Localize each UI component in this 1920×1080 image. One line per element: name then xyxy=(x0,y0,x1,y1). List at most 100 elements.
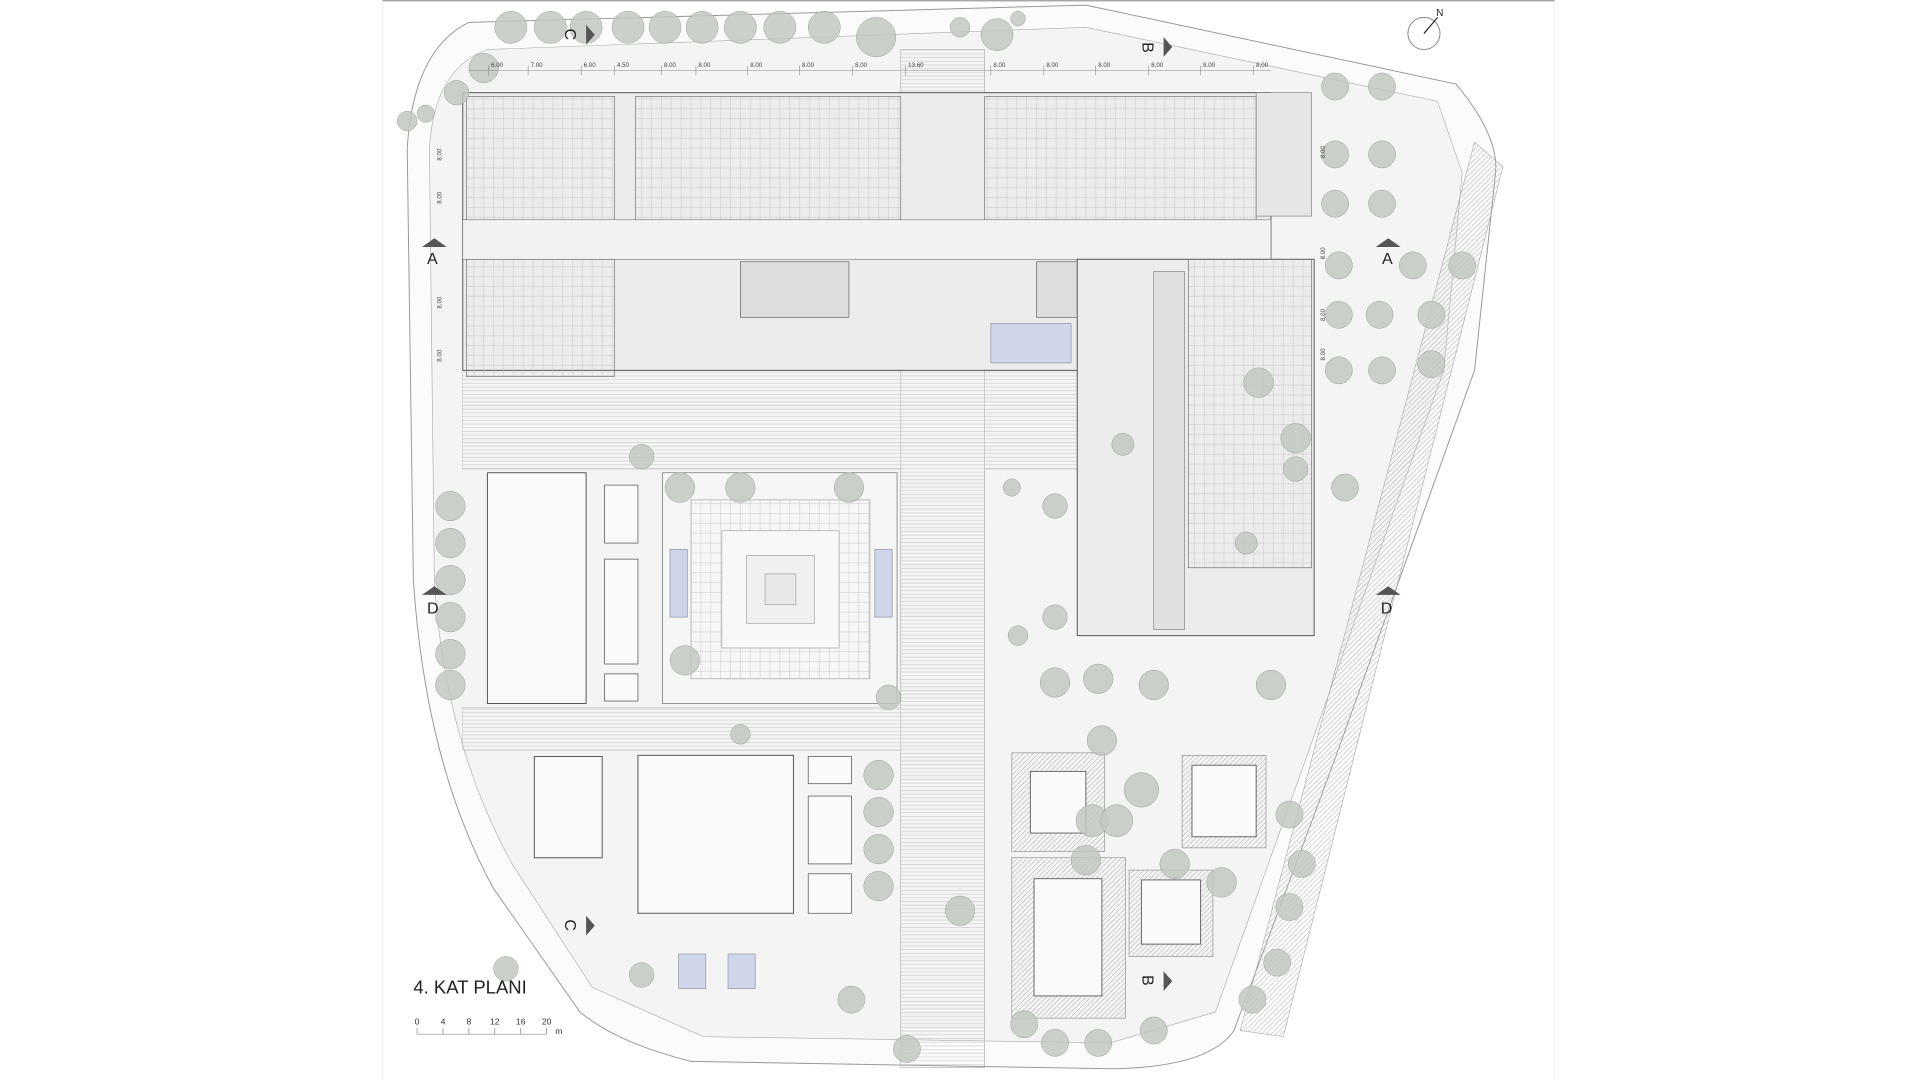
tree-icon xyxy=(1321,72,1349,101)
tree-icon xyxy=(1010,1010,1038,1039)
section-a-left: A xyxy=(427,250,438,268)
tree-icon xyxy=(1448,251,1477,280)
tree-icon xyxy=(1007,625,1029,646)
tree-icon xyxy=(1368,356,1396,385)
scale-unit: m xyxy=(555,1026,562,1036)
section-b-bottom: B xyxy=(1139,975,1157,986)
tree-icon xyxy=(1070,845,1101,876)
section-a-right: A xyxy=(1382,250,1393,268)
tree-icon xyxy=(416,104,435,123)
tree-icon xyxy=(435,491,466,522)
tree-icon xyxy=(1324,300,1353,329)
tree-icon xyxy=(1287,850,1316,878)
tree-icon xyxy=(1417,350,1446,378)
south-fountain-2 xyxy=(727,953,756,989)
left-dimension-label: 8.00 xyxy=(437,349,444,362)
tree-icon xyxy=(611,11,645,44)
scale-tick-label: 20 xyxy=(542,1016,552,1026)
tree-icon xyxy=(1365,300,1394,329)
scale-tick-label: 0 xyxy=(415,1016,420,1026)
tree-icon xyxy=(648,11,682,44)
east-offices xyxy=(1187,258,1312,569)
tree-icon xyxy=(397,110,418,132)
south-court-2 xyxy=(637,754,794,914)
section-b-top-arrow xyxy=(1163,37,1173,57)
fountain-east xyxy=(874,548,893,618)
tree-icon xyxy=(1283,456,1309,482)
tree-icon xyxy=(494,11,528,44)
tree-icon xyxy=(1368,72,1396,101)
tree-icon xyxy=(1123,772,1159,808)
west-pavilion-1 xyxy=(604,484,639,544)
left-dimension-label: 8.00 xyxy=(437,191,444,204)
top-dimension-label: 8.00 xyxy=(993,62,1006,69)
north-offices-3 xyxy=(984,96,1257,221)
south-pavilion-3 xyxy=(807,873,852,914)
tree-icon xyxy=(443,80,470,106)
tree-icon xyxy=(725,472,756,503)
top-dimension-label: 8.00 xyxy=(1203,62,1216,69)
top-dimension-label: 8.00 xyxy=(855,62,868,69)
top-dimension-label: 7.00 xyxy=(531,62,544,69)
scale-tick-label: 8 xyxy=(466,1016,471,1026)
scale-tick-label: 12 xyxy=(490,1016,500,1026)
tree-icon xyxy=(1263,948,1291,977)
south-court-1 xyxy=(533,756,603,859)
tree-icon xyxy=(1039,667,1071,698)
tree-icon xyxy=(1368,140,1396,169)
tree-icon xyxy=(1399,251,1427,280)
tree-icon xyxy=(837,985,866,1014)
tree-icon xyxy=(807,11,841,44)
east-tower xyxy=(1255,92,1312,217)
top-dimension-label: 8.00 xyxy=(1098,62,1111,69)
section-c-top-arrow xyxy=(586,24,595,45)
tree-icon xyxy=(1042,493,1068,519)
tree-icon xyxy=(1324,251,1353,280)
trees xyxy=(397,11,1477,1063)
square-court-center xyxy=(764,573,797,606)
tree-icon xyxy=(1206,867,1237,898)
right-dimension-label: 8.00 xyxy=(1320,146,1327,159)
section-c-bottom-arrow xyxy=(586,915,595,936)
top-dimension-label: 8.00 xyxy=(802,62,815,69)
section-c-bottom: C xyxy=(561,919,579,931)
tree-icon xyxy=(763,11,797,44)
tree-icon xyxy=(1255,669,1287,701)
plaza-stripes-east xyxy=(984,370,1078,470)
north-arrow: N xyxy=(1407,8,1443,51)
tree-icon xyxy=(724,11,757,44)
tree-icon xyxy=(629,962,655,988)
left-dimension-label: 8.00 xyxy=(437,296,444,309)
section-b-top: B xyxy=(1139,42,1157,53)
drawing-title: 4. KAT PLANI xyxy=(413,976,526,997)
fountain-west xyxy=(669,548,688,618)
tree-icon xyxy=(435,602,466,633)
tree-icon xyxy=(1139,1016,1168,1045)
section-d-left: D xyxy=(427,599,439,617)
top-dimension-label: 8.00 xyxy=(1151,62,1164,69)
top-dimension-label: 8.00 xyxy=(698,62,711,69)
tree-icon xyxy=(435,669,466,701)
tree-icon xyxy=(1321,189,1349,218)
tree-icon xyxy=(863,871,894,902)
tree-icon xyxy=(669,645,700,676)
tree-icon xyxy=(435,639,466,670)
south-fountain-1 xyxy=(678,953,707,989)
north-arrow-circle xyxy=(1407,16,1441,51)
top-dimension-label: 4.50 xyxy=(617,62,630,69)
tree-icon xyxy=(1138,669,1169,701)
top-dimension-label: 6.00 xyxy=(584,62,597,69)
top-dimension-label: 8.00 xyxy=(1256,62,1269,69)
section-d-right-arrow xyxy=(1375,586,1401,595)
tree-icon xyxy=(1275,800,1304,829)
top-dimension-label: 13.60 xyxy=(908,62,924,69)
top-dimension-label: 8.00 xyxy=(664,62,677,69)
tree-icon xyxy=(1010,11,1026,27)
plaza-stripes-west xyxy=(462,370,902,470)
core-mid xyxy=(740,261,850,318)
corridor xyxy=(462,219,1272,260)
right-dimension-label: 8.00 xyxy=(1320,247,1327,260)
tree-icon xyxy=(1321,140,1349,169)
